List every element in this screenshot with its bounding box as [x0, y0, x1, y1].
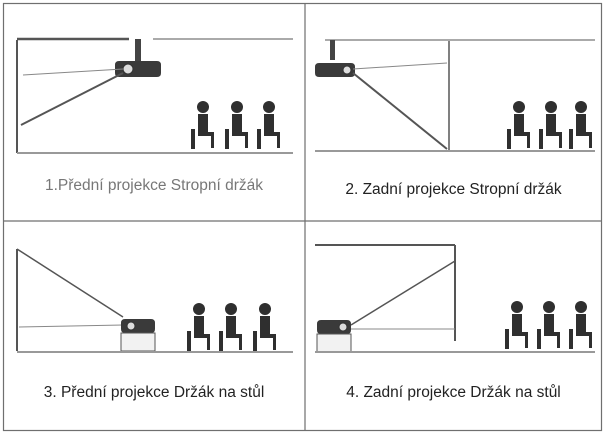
panel-caption: 2. Zadní projekce Stropní držák	[345, 181, 562, 198]
projector-icon	[120, 319, 156, 352]
viewer-icon	[505, 301, 592, 349]
panel-front-ceiling: 1.Přední projekce Stropní držák	[3, 3, 305, 221]
panel-rear-table: 4. Zadní projekce Držák na stůl	[305, 221, 602, 431]
panel-caption: 4. Zadní projekce Držák na stůl	[346, 384, 561, 401]
viewer-icon	[187, 303, 276, 351]
viewer-icon	[191, 101, 280, 149]
projector-icon	[115, 39, 161, 77]
viewer-icon	[507, 101, 592, 149]
panel-rear-ceiling: 2. Zadní projekce Stropní držák	[305, 3, 602, 221]
panel-caption: 1.Přední projekce Stropní držák	[45, 177, 263, 194]
projector-icon	[316, 320, 352, 353]
projector-icon	[315, 40, 355, 77]
panel-front-table: 3. Přední projekce Držák na stůl	[3, 221, 305, 431]
panel-caption: 3. Přední projekce Držák na stůl	[43, 384, 265, 401]
